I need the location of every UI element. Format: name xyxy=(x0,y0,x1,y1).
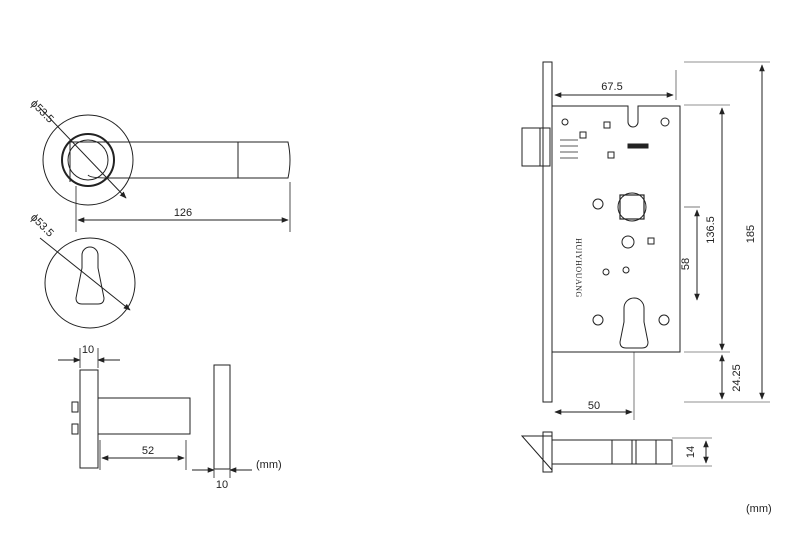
cylinder-backset-label: 50 xyxy=(588,400,600,412)
lock-bottom-view xyxy=(520,431,712,473)
handle-diameter-label: ϕ53.5 xyxy=(28,98,56,126)
lock-body xyxy=(521,61,770,420)
handle-front-view xyxy=(39,107,291,232)
body-thickness-label: 14 xyxy=(685,446,697,458)
height-58-label: 58 xyxy=(680,258,692,270)
handle-rose xyxy=(42,114,134,206)
cylinder-cutout xyxy=(75,246,105,305)
latch-bolt xyxy=(521,127,544,167)
unit-label: (mm) xyxy=(746,503,772,515)
handle-rose-inner xyxy=(61,133,115,187)
backset-label: 67.5 xyxy=(601,81,622,93)
brand-label: HUIYHOUANG xyxy=(574,238,583,298)
side-spindle xyxy=(97,397,191,435)
cylinder-hole xyxy=(619,297,649,349)
case xyxy=(551,105,681,353)
escutcheon-rose xyxy=(44,237,136,329)
lever-length-label: 126 xyxy=(174,207,192,219)
handle-neck xyxy=(67,139,109,181)
escutcheon-diameter-label: ϕ53.5 xyxy=(28,212,56,240)
height-136-label: 136.5 xyxy=(705,216,717,244)
side-rose xyxy=(79,369,99,469)
escutcheon-diameter-line xyxy=(39,237,131,311)
escutcheon-view xyxy=(39,237,136,329)
faceplate xyxy=(542,61,553,403)
spindle-length-label: 52 xyxy=(142,445,154,457)
handle-side-view xyxy=(58,348,252,478)
rose-thickness-label: 10 xyxy=(82,344,94,356)
side-unit-label: (mm) xyxy=(256,459,282,471)
plate-thickness-label: 10 xyxy=(216,479,228,491)
bottom-faceplate xyxy=(520,435,553,472)
offset-24-label: 24.25 xyxy=(731,364,743,392)
handle-diameter-line xyxy=(39,107,127,199)
lever xyxy=(70,141,291,179)
side-plate xyxy=(213,364,231,470)
height-185-label: 185 xyxy=(745,225,757,243)
handle-follower xyxy=(619,194,645,220)
